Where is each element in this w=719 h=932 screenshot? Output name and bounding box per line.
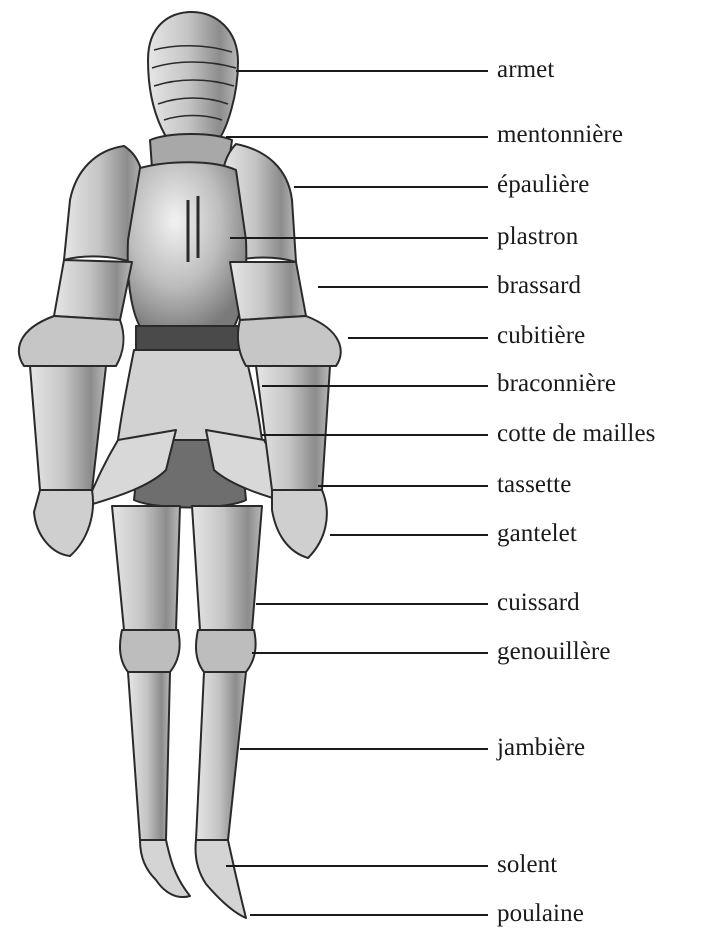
label-jambiere: jambière <box>497 734 585 762</box>
right-brassard <box>230 262 306 320</box>
armet-helmet <box>148 12 238 140</box>
label-cuissard: cuissard <box>497 589 580 617</box>
label-plastron: plastron <box>497 223 578 251</box>
label-mentonniere: mentonnière <box>497 121 623 149</box>
left-gantelet <box>34 490 93 556</box>
right-cubitiere <box>238 316 341 366</box>
left-cubitiere <box>19 316 124 366</box>
label-armet: armet <box>497 56 554 84</box>
left-brassard <box>54 260 132 320</box>
right-gantelet <box>272 490 327 558</box>
label-brassard: brassard <box>497 272 581 300</box>
left-jambiere <box>128 672 170 840</box>
label-tassette: tassette <box>497 471 571 499</box>
knight-armor-illustration <box>19 12 341 918</box>
right-jambiere <box>196 672 246 840</box>
right-cuissard <box>192 506 262 630</box>
right-solent <box>195 840 246 918</box>
label-epauliere: épaulière <box>497 171 590 199</box>
label-gantelet: gantelet <box>497 520 577 548</box>
belt <box>136 326 242 350</box>
left-solent <box>140 840 190 897</box>
label-cotte-de-mailles: cotte de mailles <box>497 420 656 448</box>
label-poulaine: poulaine <box>497 900 584 928</box>
left-genouillere <box>120 630 180 672</box>
braconniere-piece <box>118 350 262 440</box>
left-cuissard <box>112 506 180 630</box>
label-genouillere: genouillère <box>497 638 611 666</box>
right-genouillere <box>196 630 256 672</box>
label-braconniere: braconnière <box>497 370 616 398</box>
label-cubitiere: cubitière <box>497 322 585 350</box>
label-solent: solent <box>497 851 557 879</box>
left-forearm <box>30 366 106 490</box>
